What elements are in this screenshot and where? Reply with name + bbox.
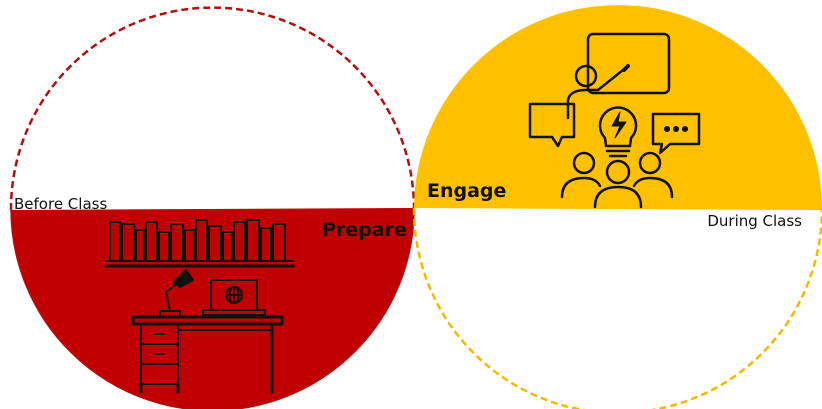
speech-bubble-right-icon	[651, 112, 701, 155]
bookshelf-icon	[104, 219, 295, 268]
whiteboard-icon	[586, 32, 671, 95]
laptop-icon	[202, 279, 266, 316]
during-class-dashed-outline	[412, 207, 822, 409]
engage-title: Engage	[427, 180, 506, 202]
presentation-audience-icon	[528, 32, 701, 209]
during-class-caption: During Class	[707, 212, 802, 230]
before-class-circle	[9, 6, 416, 409]
prepare-filled-half	[11, 208, 415, 409]
prepare-title: Prepare	[322, 219, 407, 241]
desk-icon	[131, 315, 284, 394]
during-class-circle	[412, 4, 822, 409]
before-class-lower-rim	[10, 207, 415, 409]
before-class-caption: Before Class	[14, 195, 107, 213]
speech-bubble-left-icon	[528, 102, 576, 148]
audience-icon	[560, 151, 674, 209]
before-class-dashed-outline	[9, 6, 416, 211]
study-desk-icon	[104, 219, 295, 394]
desk-lamp-icon	[159, 269, 194, 316]
presenter-icon	[566, 64, 630, 120]
lightbulb-icon	[598, 106, 638, 158]
